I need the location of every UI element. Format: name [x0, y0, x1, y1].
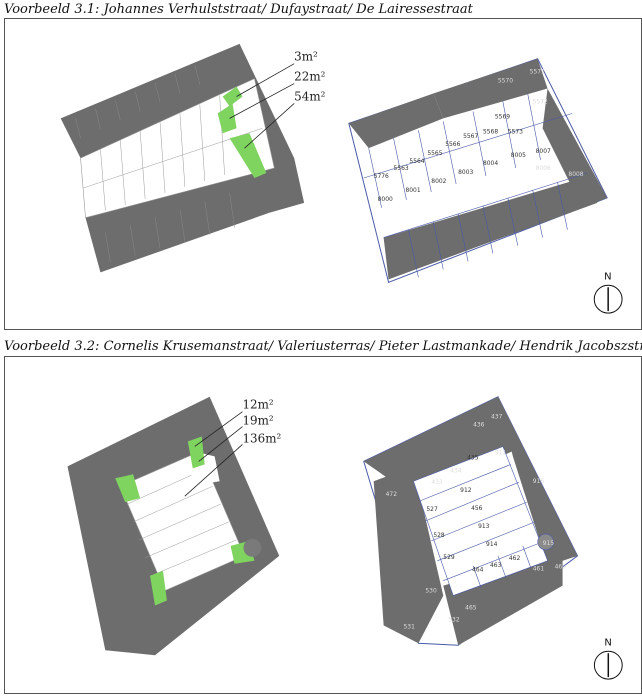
- example-1-block-left: [60, 43, 305, 273]
- svg-text:N: N: [604, 637, 611, 648]
- svg-text:464: 464: [472, 567, 484, 574]
- svg-text:5568: 5568: [483, 128, 498, 135]
- example-2-block-right: [363, 396, 579, 646]
- green-area-22: [217, 103, 237, 134]
- example-1-panel: 3m² 22m² 54m²: [4, 18, 642, 330]
- area-label-12: 12m²: [242, 398, 273, 412]
- green-area-12: [115, 474, 141, 503]
- area-label-136: 136m²: [242, 431, 281, 445]
- svg-text:8006: 8006: [536, 165, 551, 172]
- svg-text:435: 435: [467, 454, 479, 461]
- svg-text:916: 916: [533, 478, 545, 485]
- svg-text:463: 463: [490, 562, 502, 569]
- svg-text:8004: 8004: [483, 160, 498, 167]
- example-2-map: 12m² 19m² 136m² 437 436: [67, 396, 623, 680]
- svg-text:8008: 8008: [568, 171, 583, 178]
- north-arrow-1: N: [593, 271, 623, 314]
- area-label-54: 54m²: [294, 89, 325, 103]
- svg-text:8007: 8007: [536, 148, 551, 155]
- svg-text:5776: 5776: [374, 173, 389, 180]
- svg-text:8003: 8003: [458, 169, 473, 176]
- area-label-3: 3m²: [294, 50, 318, 64]
- svg-text:436: 436: [473, 422, 485, 429]
- svg-text:437: 437: [491, 414, 503, 421]
- svg-text:5572: 5572: [533, 98, 548, 105]
- svg-text:915: 915: [543, 540, 555, 547]
- example-1-block-right: [348, 58, 608, 283]
- area-label-19: 19m²: [242, 414, 273, 428]
- svg-text:5567: 5567: [463, 133, 478, 140]
- svg-text:527: 527: [426, 506, 438, 513]
- svg-text:456: 456: [471, 505, 483, 512]
- svg-text:465: 465: [465, 604, 477, 611]
- svg-text:530: 530: [425, 588, 437, 595]
- example-1-map: 3m² 22m² 54m²: [60, 43, 623, 314]
- svg-text:5566: 5566: [445, 141, 460, 148]
- example-2-caption: Voorbeeld 3.2: Cornelis Krusemanstraat/ …: [4, 339, 642, 354]
- svg-text:914: 914: [486, 541, 498, 548]
- svg-text:912: 912: [460, 487, 472, 494]
- svg-text:8002: 8002: [431, 178, 446, 185]
- example-1-caption: Voorbeeld 3.1: Johannes Verhulststraat/ …: [4, 2, 473, 17]
- example-2-block-left: [67, 396, 280, 656]
- area-label-22: 22m²: [294, 70, 325, 84]
- svg-text:N: N: [604, 271, 611, 282]
- svg-text:5573: 5573: [508, 128, 523, 135]
- svg-text:5569: 5569: [495, 113, 510, 120]
- example-2-panel: 12m² 19m² 136m² 437 436: [4, 356, 642, 694]
- svg-text:529: 529: [443, 554, 455, 561]
- svg-text:5564: 5564: [409, 158, 424, 165]
- svg-text:8000: 8000: [378, 196, 393, 203]
- svg-text:8001: 8001: [405, 187, 420, 194]
- svg-text:5565: 5565: [427, 150, 442, 157]
- svg-text:433: 433: [431, 479, 443, 486]
- svg-text:911: 911: [495, 449, 507, 456]
- example-2-lot-numbers: 437 436 435 911 434 433 472 912 916 456 …: [386, 414, 567, 631]
- svg-text:5563: 5563: [394, 165, 409, 172]
- svg-text:5571: 5571: [530, 69, 545, 76]
- svg-text:528: 528: [433, 532, 445, 539]
- svg-text:460: 460: [555, 564, 567, 571]
- svg-text:8005: 8005: [511, 152, 526, 159]
- svg-text:913: 913: [478, 523, 490, 530]
- example-1-lot-numbers: 5570 5571 5572 5569 5573 5567 5568 5566 …: [374, 69, 584, 203]
- north-arrow-2: N: [593, 637, 623, 680]
- svg-text:531: 531: [404, 623, 416, 630]
- green-area-3: [222, 86, 243, 107]
- svg-text:462: 462: [509, 555, 521, 562]
- svg-text:532: 532: [448, 616, 460, 623]
- svg-text:5570: 5570: [498, 78, 513, 85]
- svg-text:461: 461: [533, 566, 545, 573]
- svg-text:472: 472: [386, 491, 398, 498]
- svg-text:434: 434: [450, 467, 462, 474]
- green-area-54: [229, 133, 267, 178]
